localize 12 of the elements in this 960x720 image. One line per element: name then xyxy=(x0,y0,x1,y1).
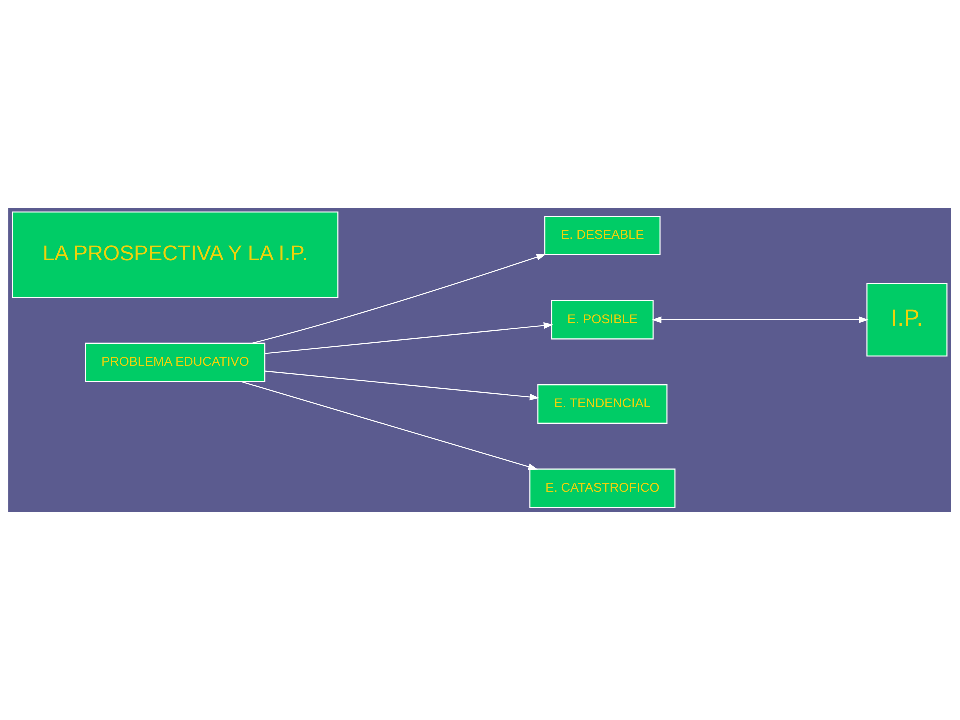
node-box: E. CATASTROFICO xyxy=(530,468,676,508)
arrow xyxy=(652,316,869,324)
node-box: E. DESEABLE xyxy=(544,216,661,256)
arrow xyxy=(252,254,546,344)
node-box: E. POSIBLE xyxy=(551,300,654,340)
node-box: I.P. xyxy=(866,283,948,357)
node-box: LA PROSPECTIVA Y LA I.P. xyxy=(12,212,339,298)
node-box: PROBLEMA EDUCATIVO xyxy=(85,342,266,382)
arrow xyxy=(265,370,540,401)
arrow xyxy=(265,322,554,354)
node-box: E. TENDENCIAL xyxy=(538,384,668,424)
arrow xyxy=(241,381,538,470)
